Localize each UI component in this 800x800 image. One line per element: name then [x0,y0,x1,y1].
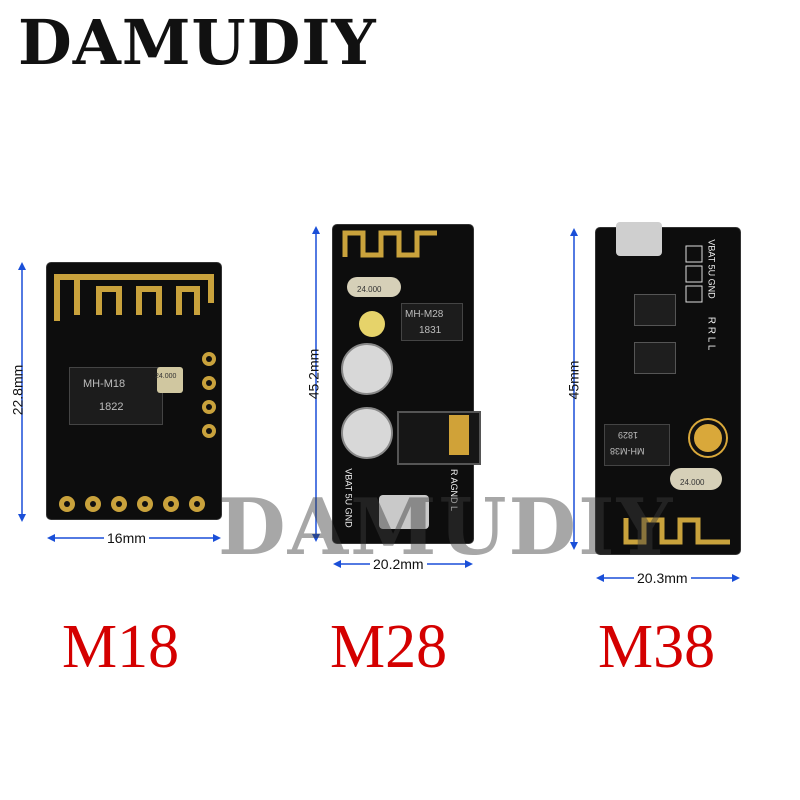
m18-height-dimension [18,262,26,522]
m28-model-label: M28 [330,613,448,681]
m38-crystal [670,468,722,490]
m28-pins-left-label: VBAT 5U GND [343,468,354,528]
m38-height-dimension [570,228,578,550]
m38-chip-code: 1829 [618,430,639,440]
m38-usb-port [616,222,662,256]
m28-chip-name: MH-M28 [405,309,444,320]
m18-chip-code: 1822 [99,401,124,413]
m28-chip-code: 1831 [419,325,442,336]
m38-pins-rl-label: R R L L [705,316,717,351]
brand-logo: DAMUDIY [18,6,377,79]
m18-height-label: 22.8mm [9,364,26,416]
m38-pins-top-label: VBAT 5U GND [706,239,717,299]
m38-main-chip [604,424,670,466]
m38-header-pins [685,245,703,303]
m28-pad-circle [359,311,385,337]
m28-usb-port [379,495,429,529]
m38-crystal-label: 24.000 [680,478,705,487]
m28-main-chip [401,303,463,341]
m38-height-label: 45mm [565,360,582,400]
m28-crystal [347,277,401,297]
m28-board: 24.000 MH-M28 1831 VBAT 5U GND R AGND L [333,225,481,543]
m28-capacitor-2 [341,407,393,459]
m28-height-dimension [312,226,320,542]
m18-chip-name: MH-M18 [83,378,126,390]
m28-width-label: 20.2mm [370,556,427,572]
m18-model-label: M18 [62,613,180,681]
m28-pins-right-label: R AGND L [449,468,460,512]
m38-amp-chip-2 [634,342,676,374]
m38-width-label: 20.3mm [634,570,691,586]
m18-crystal [157,367,183,393]
m28-height-label: 45.2mm [305,348,322,400]
m38-pad-circle [690,420,726,456]
m38-board: VBAT 5U GND R R L L 1829 MH-M38 24.000 [596,222,740,554]
m38-model-label: M38 [598,613,716,681]
m18-antenna-trace [54,274,214,321]
m28-jack-gold [449,415,469,455]
m28-capacitor-1 [341,343,393,395]
m38-antenna-trace [623,517,730,545]
m18-bottom-pads [59,496,205,512]
m18-side-pads [202,352,216,438]
m38-amp-chip-1 [634,294,676,326]
m18-crystal-label: 24.000 [155,373,177,380]
m28-crystal-label: 24.000 [357,285,382,294]
m28-antenna-trace [342,230,437,258]
m38-chip-name: MH-M38 [610,446,645,456]
m18-width-label: 16mm [104,530,149,546]
m18-board: MH-M18 1822 24.000 [47,263,221,519]
m18-main-chip [69,367,163,425]
